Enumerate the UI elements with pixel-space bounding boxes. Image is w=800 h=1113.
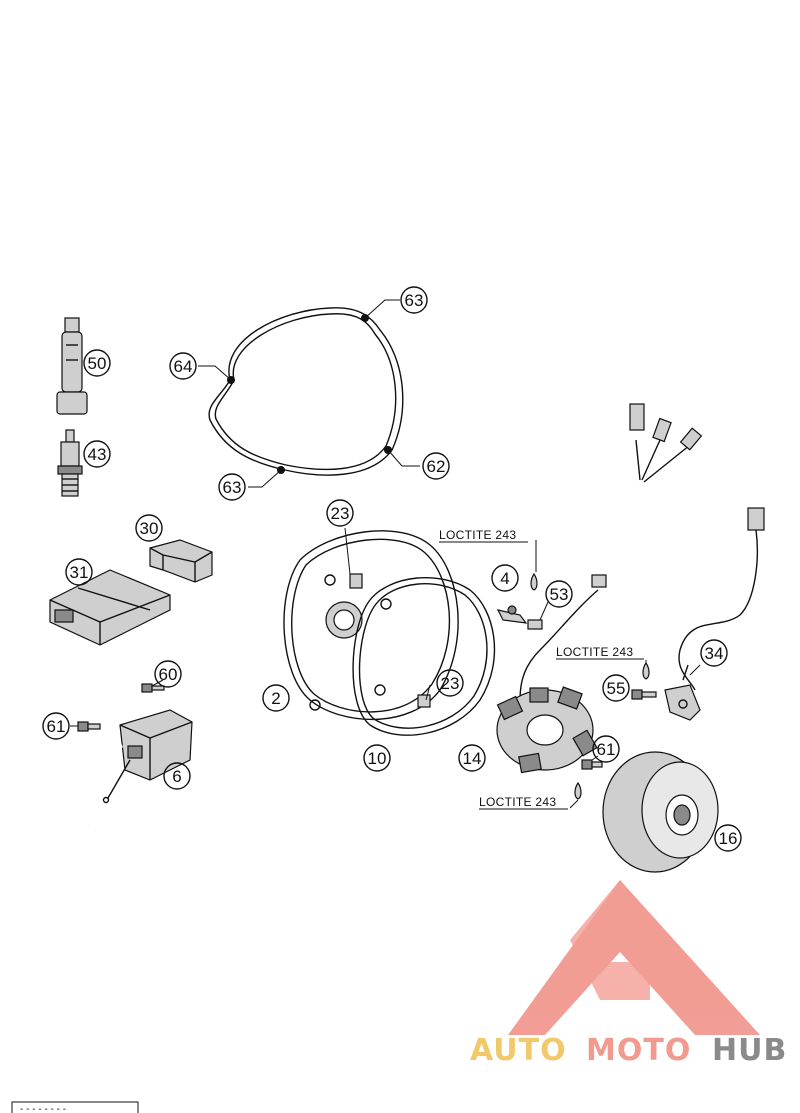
- svg-text:30: 30: [140, 519, 159, 538]
- callout-61-right: 61: [592, 735, 620, 763]
- loctite-drop-b: [642, 661, 650, 680]
- callout-61-left: 61: [42, 712, 70, 740]
- svg-text:23: 23: [441, 674, 460, 693]
- part-4: [496, 605, 528, 624]
- callout-2: 2: [262, 684, 290, 712]
- ignition-cover: [283, 530, 459, 721]
- cdi-rubber-holder: [149, 539, 213, 583]
- svg-text:43: 43: [88, 445, 107, 464]
- cdi-unit: [49, 569, 171, 646]
- cover-gasket: [208, 307, 404, 476]
- callout-55: 55: [602, 674, 630, 702]
- callout-4: 4: [491, 564, 519, 592]
- stator: [496, 686, 598, 774]
- svg-text:34: 34: [705, 644, 724, 663]
- svg-text:AUTO: AUTO: [470, 1033, 567, 1068]
- callout-6: 6: [163, 762, 191, 790]
- callout-30: 30: [135, 514, 163, 542]
- svg-text:60: 60: [159, 665, 178, 684]
- part-53: [527, 619, 543, 630]
- svg-text:50: 50: [88, 354, 107, 373]
- callout-34: 34: [700, 639, 728, 667]
- svg-text:63: 63: [405, 291, 424, 310]
- svg-text:61: 61: [597, 740, 616, 759]
- svg-text:2: 2: [271, 689, 280, 708]
- callout-60: 60: [154, 660, 182, 688]
- svg-text:6: 6: [172, 767, 181, 786]
- svg-text:62: 62: [427, 457, 446, 476]
- callout-23-bottom: 23: [436, 669, 464, 697]
- callout-31: 31: [65, 558, 93, 586]
- callout-23-top: 23: [326, 499, 354, 527]
- stator-wiring-harness: [519, 403, 703, 701]
- callout-50: 50: [83, 349, 111, 377]
- bolt-55: [631, 689, 657, 700]
- bolt-60: [141, 683, 165, 693]
- callout-10: 10: [363, 744, 391, 772]
- callout-64: 64: [169, 352, 197, 380]
- drawing-code-box: - - - - - - - -: [11, 1101, 139, 1113]
- svg-text:MOTO: MOTO: [586, 1033, 691, 1068]
- spark-plug-cap: [56, 317, 88, 415]
- bolt-61-right: [581, 759, 603, 770]
- loctite-drop-c: [574, 781, 582, 800]
- svg-text:LOCTITE 243: LOCTITE 243: [479, 795, 556, 809]
- svg-text:53: 53: [550, 585, 569, 604]
- watermark-logo: [508, 880, 760, 1035]
- ignition-coil: [85, 709, 193, 831]
- svg-text:23: 23: [331, 504, 350, 523]
- svg-text:16: 16: [719, 829, 738, 848]
- pulse-generator: [664, 507, 765, 721]
- svg-text:63: 63: [223, 478, 242, 497]
- svg-text:10: 10: [368, 749, 387, 768]
- callout-43: 43: [83, 440, 111, 468]
- callout-53: 53: [545, 580, 573, 608]
- svg-text:- - - - - - - -: - - - - - - - -: [20, 1104, 66, 1113]
- svg-text:LOCTITE 243: LOCTITE 243: [556, 645, 633, 659]
- svg-text:31: 31: [70, 563, 89, 582]
- svg-text:61: 61: [47, 717, 66, 736]
- callout-63-bottom: 63: [218, 473, 246, 501]
- svg-text:HUB: HUB: [712, 1033, 787, 1068]
- svg-text:4: 4: [500, 569, 509, 588]
- callout-63-top: 63: [400, 286, 428, 314]
- loctite-note-c: LOCTITE 243: [479, 795, 568, 810]
- svg-text:LOCTITE 243: LOCTITE 243: [439, 528, 516, 542]
- loctite-note-a: LOCTITE 243: [439, 528, 528, 543]
- svg-text:55: 55: [607, 679, 626, 698]
- callout-16: 16: [714, 824, 742, 852]
- loctite-note-b: LOCTITE 243: [556, 645, 644, 660]
- flywheel-rotor: [602, 751, 719, 873]
- spark-plug: [57, 429, 83, 497]
- callout-14: 14: [458, 744, 486, 772]
- loctite-drop-a: [530, 572, 538, 591]
- svg-text:14: 14: [463, 749, 482, 768]
- bolt-61-left: [77, 721, 101, 732]
- watermark-text: AUTO MOTO HUB: [470, 1033, 787, 1068]
- callout-62: 62: [422, 452, 450, 480]
- svg-text:64: 64: [174, 357, 193, 376]
